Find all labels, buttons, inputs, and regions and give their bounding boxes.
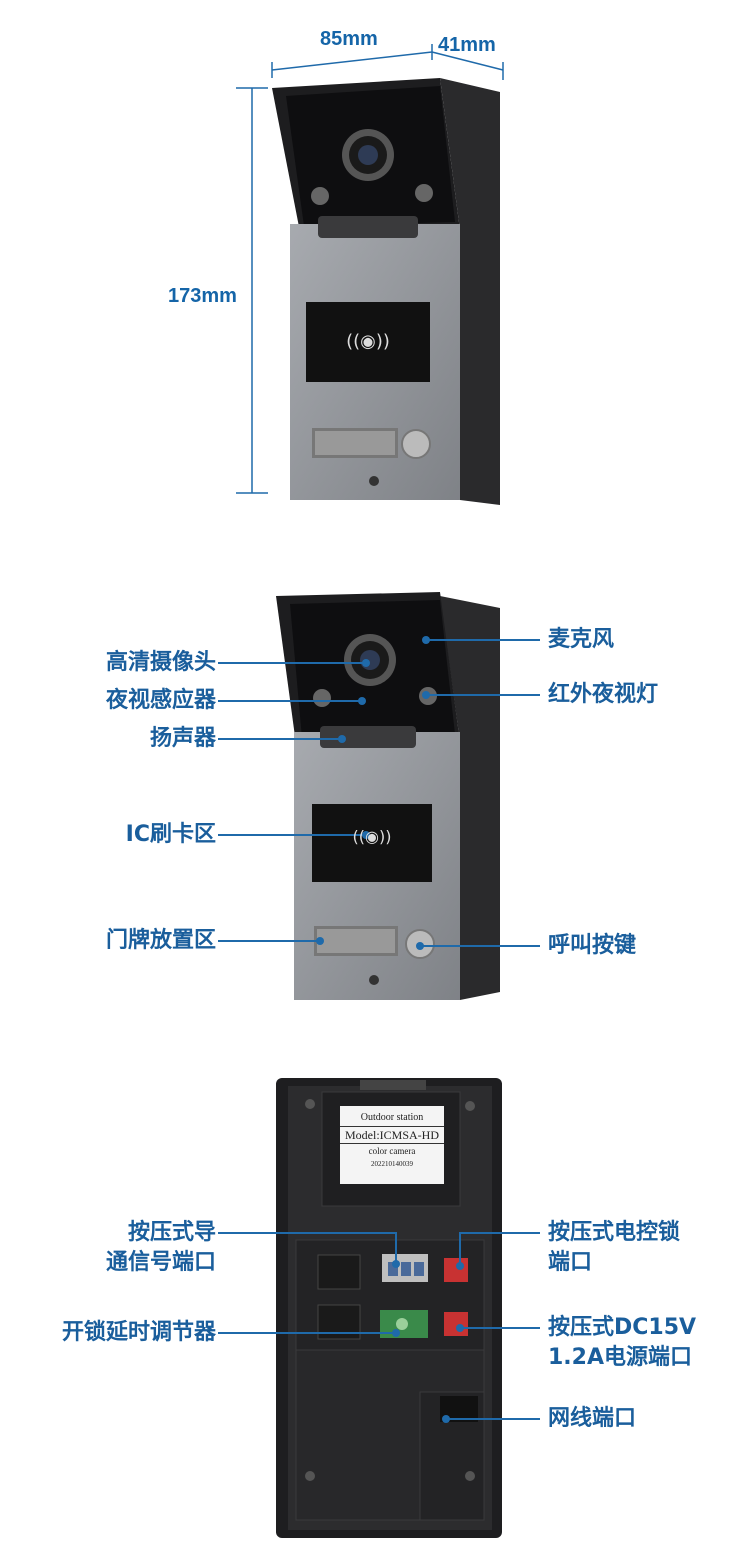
label-ic-area: IC刷卡区 bbox=[125, 822, 216, 847]
width-dimension-label: 85mm bbox=[320, 28, 378, 50]
device-front-angled bbox=[272, 78, 500, 505]
label-lock-port-1: 按压式电控锁 bbox=[548, 1220, 681, 1245]
depth-dimension-label: 41mm bbox=[438, 34, 496, 56]
label-power-port-2: 1.2A电源端口 bbox=[548, 1345, 692, 1370]
rfid-icon: ((◉)) bbox=[346, 331, 390, 352]
label-speaker: 扬声器 bbox=[149, 726, 216, 751]
product-sticker: Outdoor station Model:ICMSA-HD color cam… bbox=[340, 1110, 444, 1170]
device-rear bbox=[276, 1078, 502, 1538]
label-ir-light: 红外夜视灯 bbox=[548, 682, 659, 707]
device-front-labeled bbox=[276, 592, 500, 1000]
label-microphone: 麦克风 bbox=[548, 627, 615, 652]
label-comm-port-2: 通信号端口 bbox=[105, 1250, 216, 1275]
label-call-button: 呼叫按键 bbox=[548, 933, 637, 958]
label-unlock-delay: 开锁延时调节器 bbox=[61, 1320, 216, 1345]
label-lock-port-2: 端口 bbox=[548, 1250, 593, 1275]
label-night-sensor: 夜视感应器 bbox=[105, 688, 216, 713]
sticker-serial: 20221014003​9 bbox=[371, 1160, 413, 1168]
sticker-line3: color camera bbox=[368, 1146, 416, 1156]
label-nameplate: 门牌放置区 bbox=[105, 928, 216, 953]
label-power-port-1: 按压式DC15V bbox=[548, 1315, 697, 1340]
rfid-icon-labeled: ((◉)) bbox=[352, 827, 392, 846]
label-network-port: 网线端口 bbox=[548, 1406, 637, 1431]
label-camera: 高清摄像头 bbox=[105, 650, 216, 675]
sticker-model: Model:ICMSA-HD bbox=[340, 1126, 444, 1144]
sticker-line1: Outdoor station bbox=[360, 1112, 424, 1123]
label-comm-port-1: 按压式导 bbox=[127, 1220, 216, 1245]
height-dimension-label: 173mm bbox=[168, 285, 237, 307]
